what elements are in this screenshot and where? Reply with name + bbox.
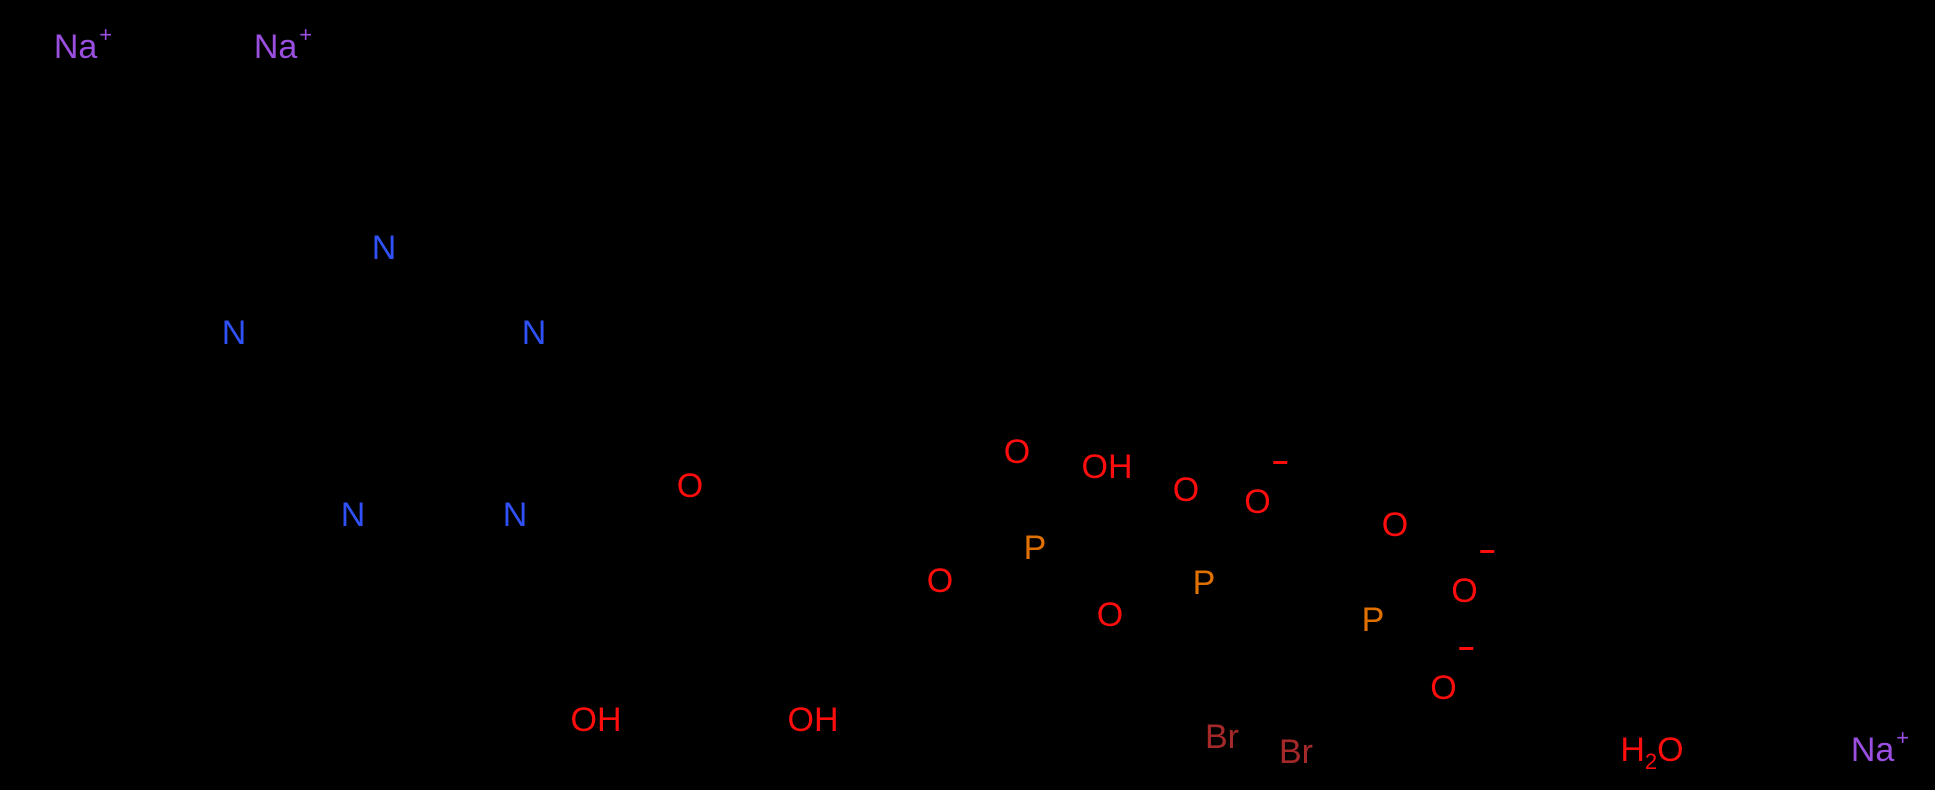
ribose-hydroxyl-3: OH [787,701,839,739]
p1-hydroxyl: OH [1081,448,1133,486]
phosphorus-gamma: P [1361,601,1385,639]
bromine-1: Br [1205,718,1239,756]
charge-plus: + [1896,725,1910,750]
charge-minus [1480,550,1495,553]
charge-plus: + [299,22,313,47]
phosphorus-beta: P [1192,564,1216,602]
ester-oxygen: O [926,562,954,600]
ribose-ring-oxygen: O [676,467,704,505]
charge-minus [1459,647,1474,650]
p3-oxo-oxygen: O [1381,506,1409,544]
sodium-ion-1: Na+ [53,24,112,66]
p2-anion-oxygen: O [1244,461,1288,519]
atom-symbol: Na [53,28,98,66]
p3-anion-oxygen-2: O [1430,647,1474,705]
phosphorus-alpha: P [1023,529,1047,567]
purine-nitrogen-right: N [521,314,547,352]
sodium-ion-3: Na+ [1850,727,1909,769]
purine-nitrogen-left: N [221,314,247,352]
atom-symbol: Na [253,28,298,66]
ribose-hydroxyl-2: OH [570,701,622,739]
purine-nitrogen-bottom-right: N [502,496,528,534]
p1-oxo-oxygen: O [1003,433,1031,471]
charge-plus: + [99,22,113,47]
water-molecule: H2O [1620,731,1684,774]
bromine-2: Br [1279,733,1313,771]
atom-symbol: Na [1850,731,1895,769]
bridge-oxygen: O [1096,596,1124,634]
p2-oxo-oxygen: O [1172,471,1200,509]
purine-nitrogen-top: N [371,229,397,267]
p3-anion-oxygen-1: O [1451,550,1495,608]
sodium-ion-2: Na+ [253,24,312,66]
charge-minus [1273,461,1288,464]
purine-nitrogen-bottom-left: N [340,496,366,534]
